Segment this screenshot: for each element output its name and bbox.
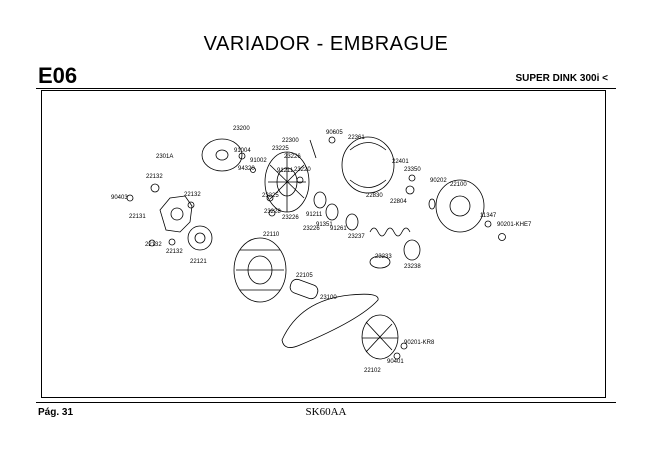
clutch-shoes: [349, 142, 387, 188]
reference-code: SK60AA: [305, 406, 347, 418]
part-label: 23225: [262, 193, 279, 199]
spring-collar: [369, 255, 391, 269]
part-label: 22102: [364, 368, 381, 374]
washer-90202: [428, 198, 436, 210]
part-label: 22830: [366, 193, 383, 199]
nut-90201-khe7: [498, 233, 506, 241]
drive-plate-hub: [215, 149, 229, 161]
part-label: 11347: [480, 213, 497, 219]
part-labels: 23200 22300 90605 22361 2301A 91004 9100…: [111, 126, 532, 374]
roller-1: [266, 194, 274, 202]
clutch-bell-inner: [449, 195, 471, 217]
part-label: 91004: [234, 148, 251, 154]
part-label: 22132: [146, 174, 163, 180]
fan-pulley: [361, 314, 399, 360]
spring-22804: [405, 185, 415, 195]
clutch-bell: [435, 179, 485, 233]
diagram-frame: [41, 90, 606, 398]
o-ring-1: [313, 191, 327, 209]
section-code: E06: [38, 63, 78, 88]
part-label: 90403: [111, 195, 128, 201]
model-name: SUPER DINK 300i <: [515, 73, 608, 84]
spring-23350: [408, 174, 416, 182]
part-label: 91002: [250, 158, 267, 164]
part-label: 91211: [306, 212, 323, 218]
part-label: 22300: [282, 138, 299, 144]
part-label: 22361: [348, 135, 365, 141]
roller-3: [296, 176, 304, 184]
page-number: Pág. 31: [38, 407, 74, 418]
part-label: 91261: [330, 226, 347, 232]
roller-2: [268, 209, 276, 217]
part-label: 22132: [184, 192, 201, 198]
part-label: 23233: [375, 254, 392, 260]
spring-22300: [309, 139, 317, 159]
part-label: 22132: [166, 249, 183, 255]
part-label: 22100: [450, 182, 467, 188]
part-label: 90202: [430, 178, 447, 184]
washer-91004: [238, 152, 246, 160]
o-ring-3: [345, 213, 359, 231]
part-label: 23220: [294, 167, 311, 173]
footer-rule: [36, 402, 616, 403]
part-label: 23238: [404, 264, 421, 270]
clutch-shoe-plate: [159, 195, 193, 233]
part-label: 23226: [303, 226, 320, 232]
spring-seat: [403, 239, 421, 261]
washer-90401: [393, 352, 401, 360]
part-label: 23225: [272, 146, 289, 152]
fan-blades: [362, 321, 398, 353]
nut-bottom-left: [168, 238, 176, 246]
part-label: 22121: [190, 259, 207, 265]
pin-91002: [250, 167, 256, 173]
bolt-right-small: [187, 201, 195, 209]
fixed-pulley-face: [233, 237, 287, 303]
part-label: 23228: [264, 209, 281, 215]
part-label: 22105: [296, 273, 313, 279]
sleeve-22105: [289, 278, 319, 300]
nut-11347: [484, 220, 492, 228]
part-label: 23226: [282, 215, 299, 221]
part-label: 90201-KR8: [404, 340, 435, 346]
washer-left: [148, 239, 156, 247]
compression-spring: [369, 227, 411, 237]
one-way-clutch-inner: [194, 232, 206, 244]
part-label: 23226: [284, 154, 301, 160]
drive-plate: [201, 138, 243, 172]
part-label: 94320: [238, 166, 255, 172]
part-label: 2301A: [156, 154, 173, 160]
fixed-pulley-rim: [236, 249, 284, 291]
one-way-clutch: [187, 225, 213, 251]
part-label: 22131: [129, 214, 146, 220]
o-ring-2: [325, 203, 339, 221]
part-label: 91211: [277, 168, 294, 174]
part-label: 23200: [233, 126, 250, 132]
part-label: 91351: [316, 222, 333, 228]
nut-left: [126, 194, 134, 202]
part-label: 90201-KHE7: [497, 222, 532, 228]
clutch-spring-top: [150, 183, 160, 193]
part-label: 22110: [263, 232, 280, 238]
part-label: 22132: [145, 242, 162, 248]
part-label: 90401: [387, 359, 404, 365]
part-label: 23237: [348, 234, 365, 240]
part-label: 22401: [392, 159, 409, 165]
part-label: 22804: [390, 199, 407, 205]
part-label: 23350: [404, 167, 421, 173]
nut-90201-kr8: [400, 342, 408, 350]
part-label: 23100: [320, 295, 337, 301]
part-label: 90605: [326, 130, 343, 136]
page-title: VARIADOR - EMBRAGUE: [203, 33, 449, 55]
clutch-housing-cover: [341, 136, 395, 194]
variator-fins: [268, 152, 306, 212]
clutch-hub: [170, 207, 184, 221]
spring-90605: [328, 136, 336, 144]
header-rule: [36, 88, 616, 89]
drive-belt: [281, 293, 379, 348]
